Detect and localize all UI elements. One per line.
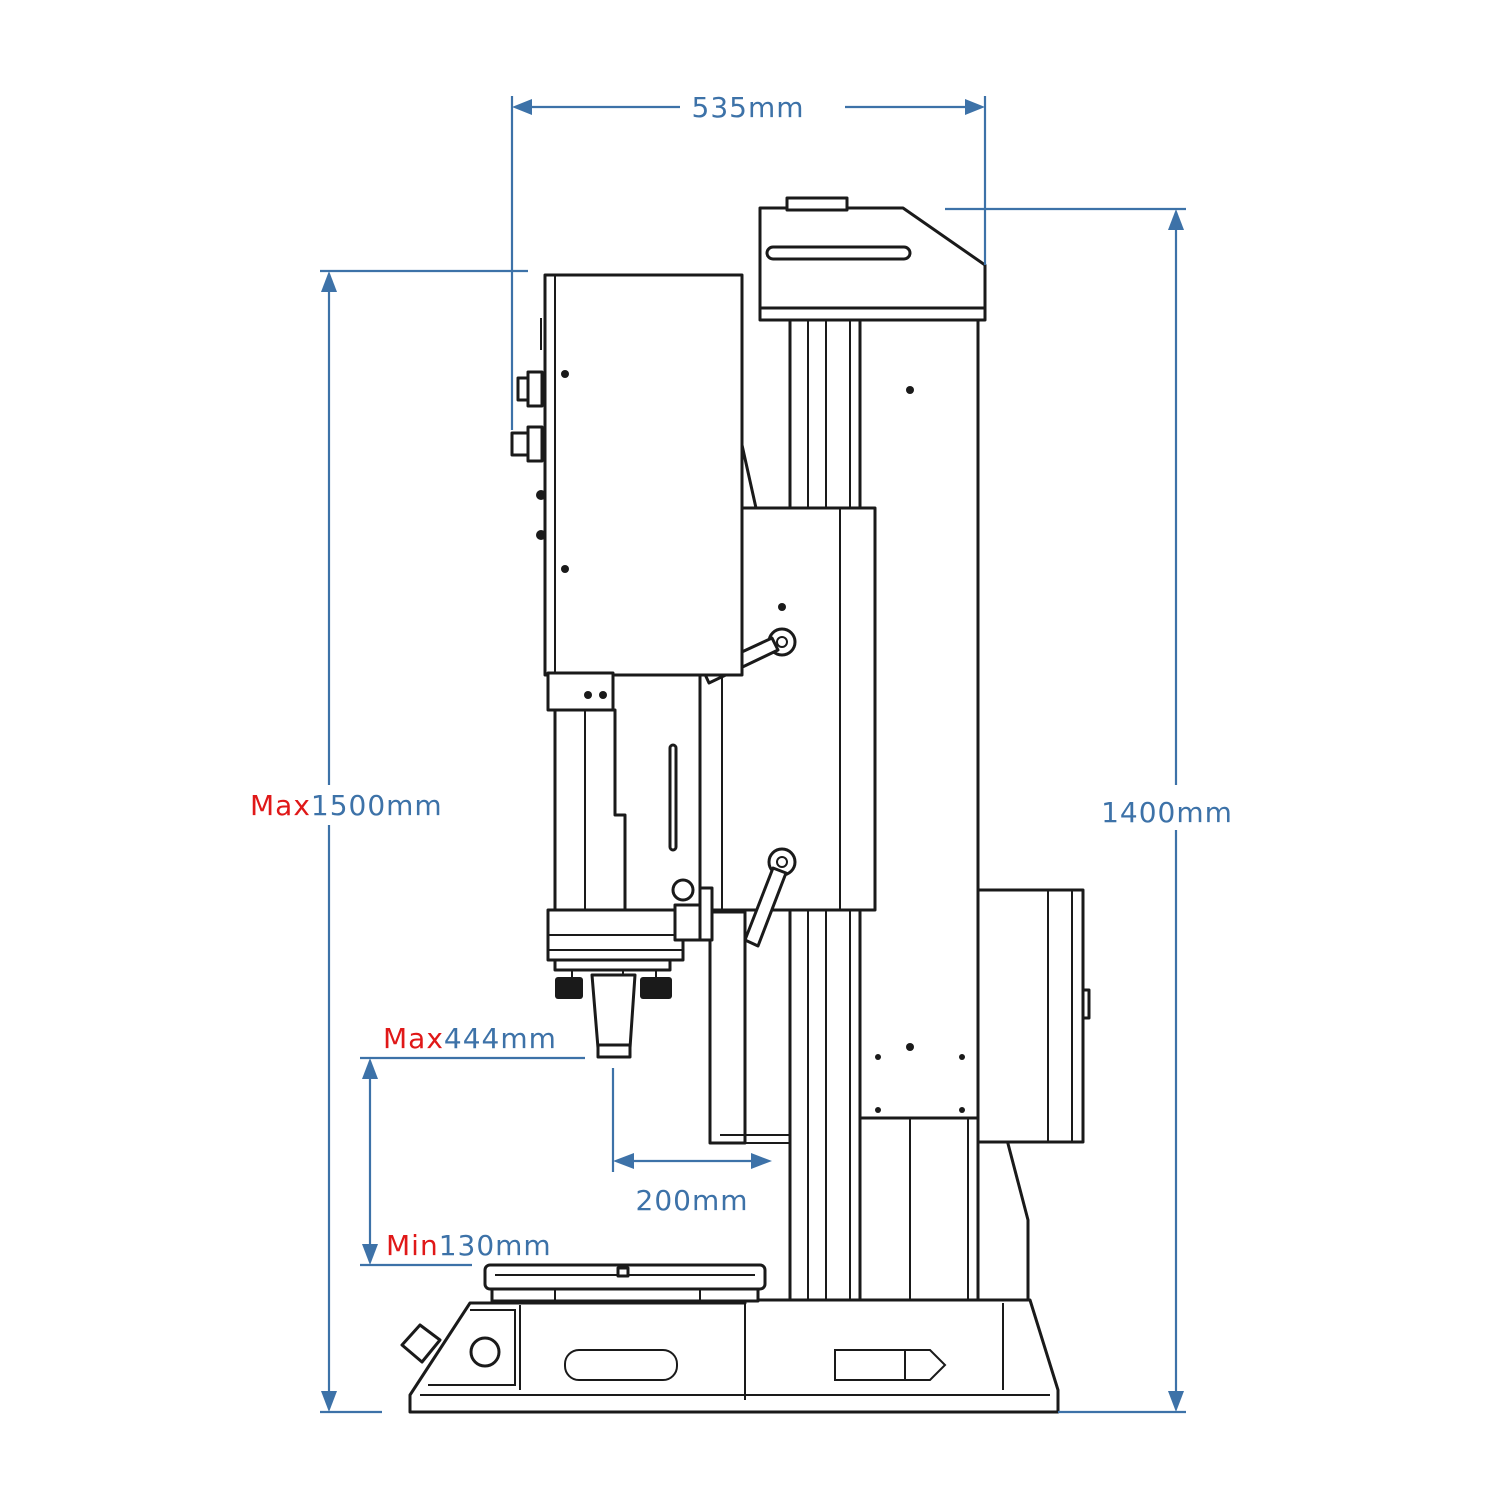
welding-machine (400, 196, 1091, 1414)
svg-text:Max444mm: Max444mm (383, 1022, 557, 1055)
machine-base (400, 1298, 1060, 1414)
stroke-max-prefix: Max (383, 1022, 444, 1055)
throat-depth-label: 200mm (636, 1184, 749, 1217)
svg-text:Min130mm: Min130mm (386, 1229, 552, 1262)
svg-text:Max1500mm: Max1500mm (250, 789, 443, 822)
control-head (510, 273, 744, 677)
dimension-total-height: Max1500mm (250, 269, 528, 1414)
column-height-label: 1400mm (1101, 796, 1233, 829)
total-height-value: 1500mm (311, 789, 443, 822)
lower-handle (743, 847, 797, 948)
dimension-column-height: 1400mm (945, 207, 1233, 1414)
stroke-max-value: 444mm (444, 1022, 557, 1055)
head-bracket (740, 276, 758, 510)
dimension-throat-depth: 200mm (611, 1068, 772, 1217)
stroke-min-prefix: Min (386, 1229, 439, 1262)
stroke-min-value: 130mm (439, 1229, 552, 1262)
column-top-cap (758, 196, 987, 322)
work-table (483, 1263, 767, 1303)
dimension-stroke: Max444mm Min130mm (360, 1022, 585, 1267)
dimension-top-width: 535mm (510, 91, 987, 430)
top-width-label: 535mm (692, 91, 805, 124)
transducer-stack (546, 671, 714, 999)
welding-horn (590, 973, 637, 1050)
horn-tip (596, 1043, 632, 1059)
generator-box (976, 888, 1091, 1144)
total-height-prefix: Max (250, 789, 311, 822)
